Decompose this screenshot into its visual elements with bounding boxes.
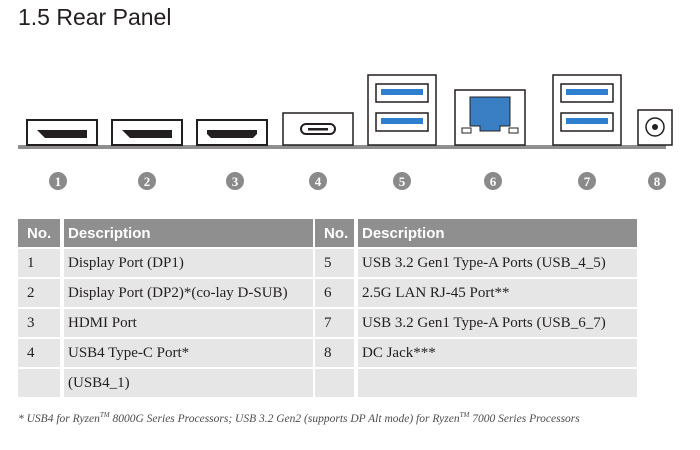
port-badge: 7 <box>578 172 596 190</box>
io-shield-bar <box>18 145 666 149</box>
port-1-displayport-icon <box>26 119 98 146</box>
trademark-mark: TM <box>99 411 110 419</box>
row-description: Display Port (DP1) <box>62 247 317 278</box>
port-number: 6 <box>490 174 497 189</box>
port-number: 2 <box>144 174 151 189</box>
table-header-row: No. Description <box>18 219 317 248</box>
row-description: (USB4_1) <box>62 367 317 397</box>
row-no: 6 <box>315 277 358 308</box>
table-row: 5 USB 3.2 Gen1 Type-A Ports (USB_4_5) <box>315 247 641 278</box>
page-title: 1.5 Rear Panel <box>18 4 172 30</box>
port-badge: 2 <box>138 172 156 190</box>
port-6-rj45-icon <box>454 89 526 146</box>
row-description: DC Jack*** <box>356 337 641 368</box>
row-no: 4 <box>18 337 64 368</box>
table-row: 3 HDMI Port <box>18 307 317 338</box>
row-no: 1 <box>18 247 64 278</box>
table-row: 6 2.5G LAN RJ-45 Port** <box>315 277 641 308</box>
header-no: No. <box>315 219 358 248</box>
table-row: 2 Display Port (DP2)*(co-lay D-SUB) <box>18 277 317 308</box>
row-description: USB 3.2 Gen1 Type-A Ports (USB_6_7) <box>356 307 641 338</box>
port-number: 5 <box>399 174 406 189</box>
port-2-displayport-icon <box>111 119 183 146</box>
port-number: 7 <box>584 174 591 189</box>
row-no: 2 <box>18 277 64 308</box>
row-description: USB4 Type-C Port* <box>62 337 317 368</box>
table-row: 7 USB 3.2 Gen1 Type-A Ports (USB_6_7) <box>315 307 641 338</box>
port-7-usb-a-double-icon <box>552 74 622 146</box>
port-3-hdmi-icon <box>196 119 268 146</box>
row-description: HDMI Port <box>62 307 317 338</box>
header-description: Description <box>356 219 641 248</box>
port-badge: 5 <box>393 172 411 190</box>
header-no: No. <box>18 219 64 248</box>
port-number: 4 <box>315 174 322 189</box>
row-no <box>315 367 358 397</box>
rear-panel-diagram: 1 2 3 4 5 6 7 8 <box>18 74 673 190</box>
port-4-usb-c-icon <box>282 112 354 146</box>
row-description: USB 3.2 Gen1 Type-A Ports (USB_4_5) <box>356 247 641 278</box>
port-badge: 6 <box>484 172 502 190</box>
row-description <box>356 367 641 397</box>
port-badge: 3 <box>226 172 244 190</box>
port-number: 1 <box>55 174 62 189</box>
row-no <box>18 367 64 397</box>
table-row: 4 USB4 Type-C Port* <box>18 337 317 368</box>
footnote: * USB4 for RyzenTM 8000G Series Processo… <box>18 406 678 428</box>
port-badge: 8 <box>648 172 666 190</box>
table-row: 1 Display Port (DP1) <box>18 247 317 278</box>
footnote-text: * USB4 for Ryzen <box>18 412 100 425</box>
row-no: 7 <box>315 307 358 338</box>
row-no: 8 <box>315 337 358 368</box>
port-badge: 1 <box>49 172 67 190</box>
trademark-mark: TM <box>459 411 470 419</box>
table-row <box>315 367 641 397</box>
port-number: 8 <box>654 174 661 189</box>
port-number: 3 <box>232 174 239 189</box>
port-table-right: No. Description 5 USB 3.2 Gen1 Type-A Po… <box>315 219 641 397</box>
row-description: 2.5G LAN RJ-45 Port** <box>356 277 641 308</box>
row-description: Display Port (DP2)*(co-lay D-SUB) <box>62 277 317 308</box>
header-description: Description <box>62 219 317 248</box>
table-row: (USB4_1) <box>18 367 317 397</box>
table-header-row: No. Description <box>315 219 641 248</box>
row-no: 3 <box>18 307 64 338</box>
port-8-dc-jack-icon <box>637 109 673 146</box>
footnote-text: 7000 Series Processors <box>469 412 580 425</box>
port-badge: 4 <box>309 172 327 190</box>
table-row: 8 DC Jack*** <box>315 337 641 368</box>
port-table-left: No. Description 1 Display Port (DP1) 2 D… <box>18 219 317 397</box>
footnote-text: 8000G Series Processors; USB 3.2 Gen2 (s… <box>109 412 460 425</box>
port-5-usb-a-double-icon <box>367 74 437 146</box>
row-no: 5 <box>315 247 358 278</box>
